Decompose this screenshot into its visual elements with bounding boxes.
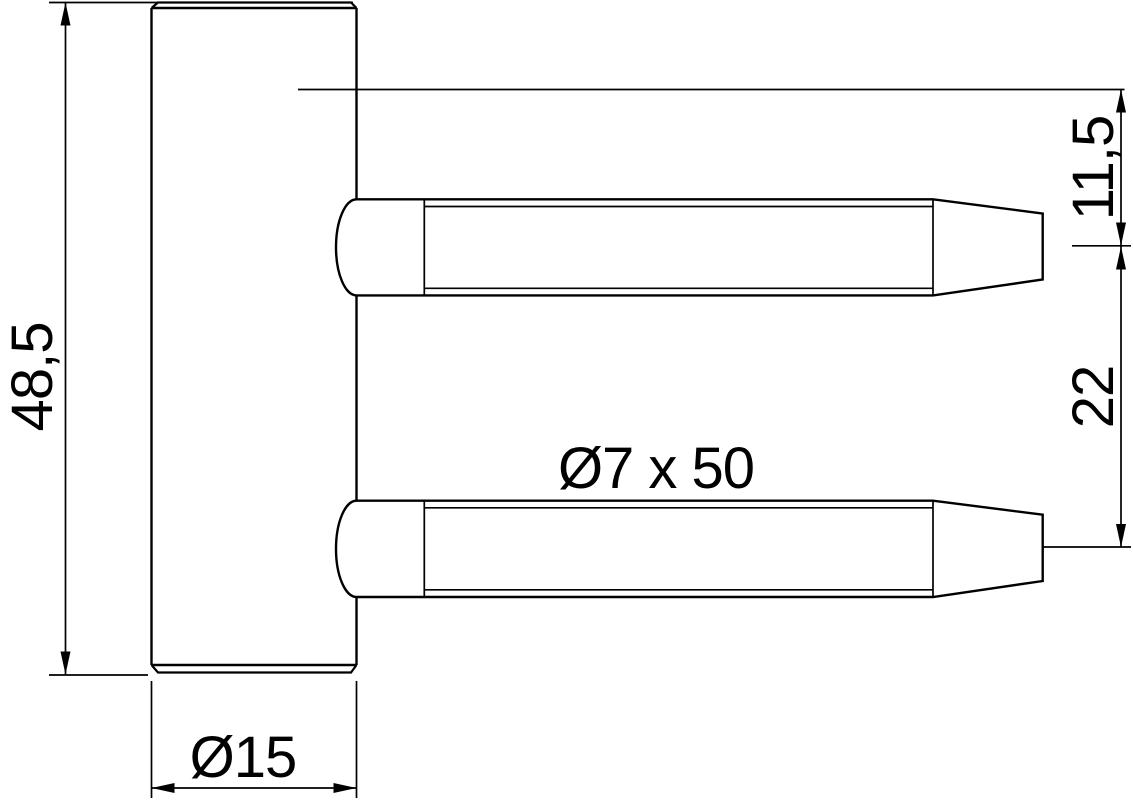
hinge-barrel xyxy=(150,1,358,674)
dim-height-lines xyxy=(49,1,353,676)
arrow-height-up xyxy=(60,2,71,26)
label-pin-spec: Ø7 x 50 xyxy=(558,436,754,501)
dim-label-barrel-diameter: Ø15 xyxy=(190,725,297,790)
dim-label-pin-top-offset: 11,5 xyxy=(1061,116,1126,221)
arrow-spacing-up xyxy=(1116,246,1126,270)
upper-pin-thread-lines xyxy=(423,199,934,296)
dim-label-overall-height: 48,5 xyxy=(0,323,65,432)
dimension-lines xyxy=(49,1,1131,798)
arrow-offset-up xyxy=(1116,89,1126,113)
arrow-offset-down xyxy=(1116,222,1126,246)
barrel-outline xyxy=(150,6,358,667)
lower-pin-outline xyxy=(356,499,1044,599)
dim-right-lines xyxy=(1043,89,1131,548)
lower-mounting-pin xyxy=(334,499,1044,599)
dimension-labels: 48,5 11,5 22 Ø15 Ø7 x 50 xyxy=(0,116,1126,790)
upper-mounting-pin xyxy=(334,198,1044,297)
arrow-diameter-left xyxy=(151,783,175,793)
arrow-diameter-right xyxy=(333,783,357,793)
arrow-height-down xyxy=(60,651,71,675)
hinge-part-geometry xyxy=(150,1,1044,674)
lower-pin-dome-head xyxy=(334,499,357,599)
lower-pin-thread-lines xyxy=(423,500,934,597)
dimension-arrowheads xyxy=(60,2,1126,793)
dim-label-pin-spacing: 22 xyxy=(1061,366,1126,429)
arrow-spacing-down xyxy=(1116,524,1126,547)
dim-diameter-lines xyxy=(150,681,358,798)
barrel-bottom-cap xyxy=(150,664,358,674)
upper-pin-dome-head xyxy=(334,198,357,297)
upper-pin-outline xyxy=(356,198,1044,297)
